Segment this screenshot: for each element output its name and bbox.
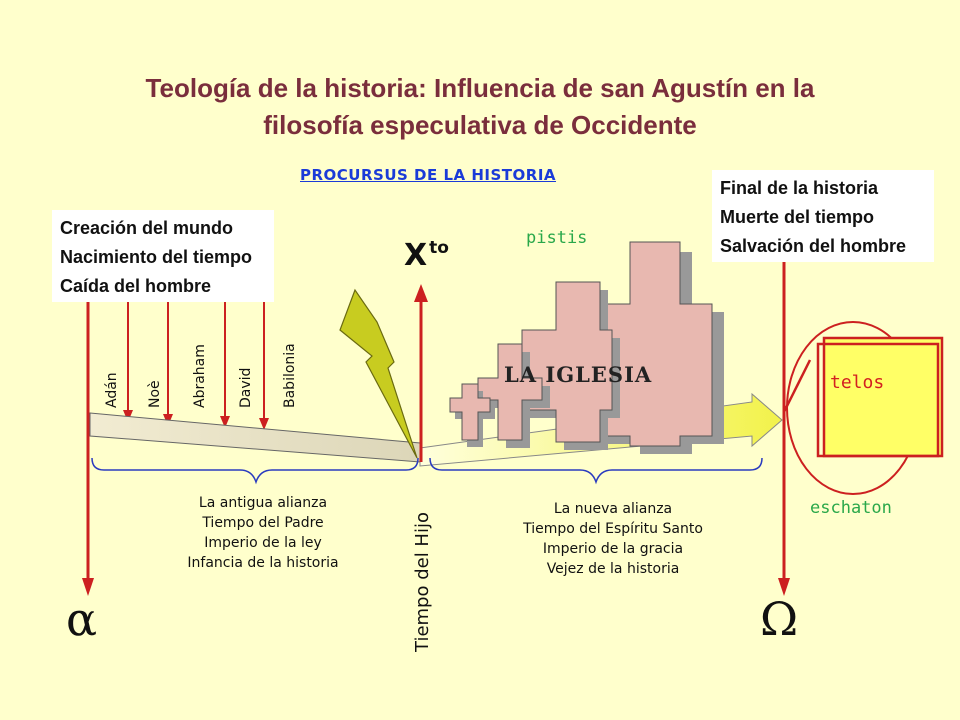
new-covenant-line: Tiempo del Espíritu Santo xyxy=(523,521,703,537)
old-covenant-band xyxy=(89,412,421,463)
marker-babilonia: Babilonia xyxy=(282,343,298,408)
new-covenant-line: Imperio de la gracia xyxy=(542,541,684,557)
eschaton-label: eschaton xyxy=(810,498,892,518)
alpha-symbol: α xyxy=(66,592,98,646)
marker-david: David xyxy=(238,367,254,408)
omega-arrow xyxy=(778,262,790,596)
marker-abraham: Abraham xyxy=(192,344,208,408)
new-covenant-text: La nueva alianza Tiempo del Espíritu San… xyxy=(482,499,744,579)
end-box: Final de la historia Muerte del tiempo S… xyxy=(712,170,934,262)
alpha-arrow xyxy=(82,292,94,596)
christ-x: X xyxy=(404,238,428,273)
new-covenant-line: La nueva alianza xyxy=(553,501,673,517)
new-covenant-line: Vejez de la historia xyxy=(546,561,680,577)
old-covenant-line: Tiempo del Padre xyxy=(202,515,324,531)
church-crosses xyxy=(449,241,724,454)
end-box-line: Salvación del hombre xyxy=(720,236,907,256)
end-box-line: Final de la historia xyxy=(720,178,879,198)
new-covenant-brace xyxy=(429,457,763,485)
christ-arrow xyxy=(414,284,428,462)
middle-label: Tiempo del Hijo xyxy=(412,512,433,652)
page-title: Teología de la historia: Influencia de s… xyxy=(0,70,960,144)
diagram-subtitle: PROCURSUS DE LA HISTORIA xyxy=(300,166,557,184)
marker-adan: Adán xyxy=(104,372,120,408)
lightning-bolt xyxy=(339,288,418,459)
old-covenant-line: Imperio de la ley xyxy=(204,535,322,551)
old-covenant-brace xyxy=(91,457,419,485)
end-box-line: Muerte del tiempo xyxy=(720,207,875,227)
christ-sup: to xyxy=(429,238,449,258)
start-box-line: Nacimiento del tiempo xyxy=(60,247,253,267)
start-box-line: Creación del mundo xyxy=(60,218,234,238)
title-line-1: Teología de la historia: Influencia de s… xyxy=(145,73,815,103)
start-box: Creación del mundo Nacimiento del tiempo… xyxy=(52,210,274,302)
start-box-line: Caída del hombre xyxy=(60,276,212,296)
telos-label: telos xyxy=(830,372,885,393)
omega-symbol: Ω xyxy=(760,592,799,646)
telos-box xyxy=(782,336,944,458)
old-covenant-text: La antigua alianza Tiempo del Padre Impe… xyxy=(150,493,376,573)
pistis-label: pistis xyxy=(526,228,588,248)
old-covenant-line: La antigua alianza xyxy=(198,495,328,511)
marker-noe: Noè xyxy=(147,380,163,408)
old-covenant-line: Infancia de la historia xyxy=(187,555,339,571)
church-label: LA IGLESIA xyxy=(504,362,653,387)
title-line-2: filosofía especulativa de Occidente xyxy=(263,110,697,140)
